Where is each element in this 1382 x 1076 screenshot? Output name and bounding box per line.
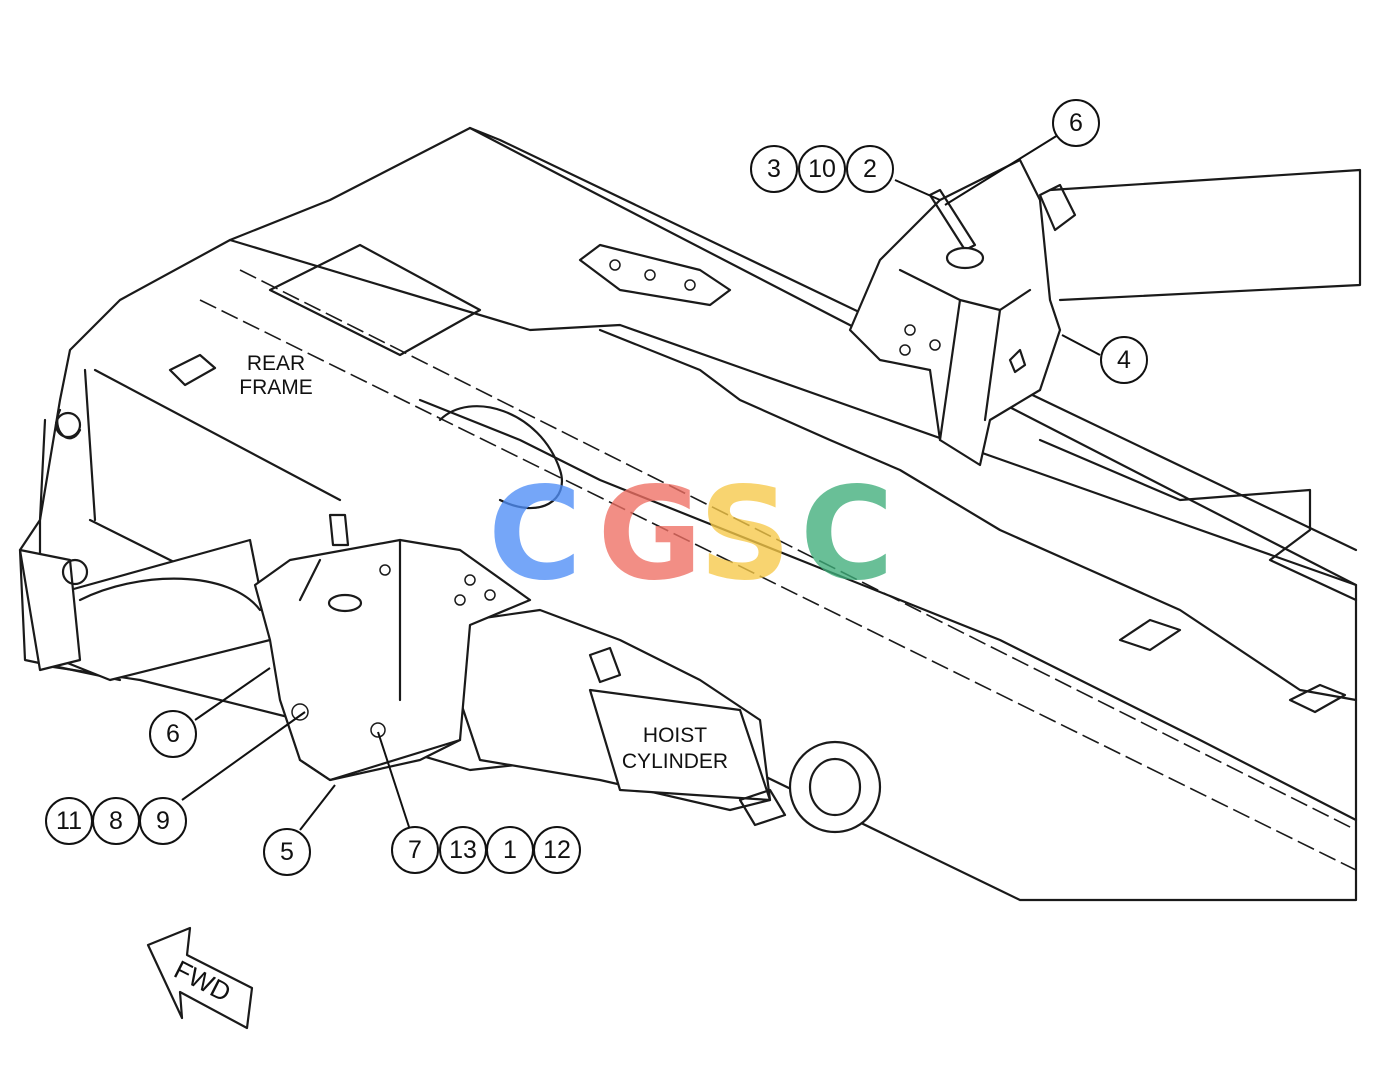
forward-arrow: FWD [146,926,254,1030]
callout-left-11: 11 [45,797,93,845]
callout-text: 6 [166,720,180,748]
callout-text: 7 [408,836,422,864]
rear-frame-label-line2: FRAME [239,376,313,399]
callout-group: 3 10 2 6 4 6 11 8 9 5 7 13 1 12 [45,99,1148,876]
callout-text: 4 [1117,346,1131,374]
callout-upper-10: 10 [798,145,846,193]
hoist-cylinder-label-line1: HOIST [643,724,707,747]
callout-lower-5: 5 [263,828,311,876]
callout-bottom-12: 12 [533,826,581,874]
watermark-letter-3: S [699,460,791,609]
watermark-letter-4: C [800,460,894,609]
callout-text: 12 [543,836,571,864]
callout-text: 2 [863,155,877,183]
callout-upper-3: 3 [750,145,798,193]
leader-lines [181,134,1101,831]
hoist-cylinder-drawing [458,608,882,834]
rear-frame-label-line1: REAR [247,352,305,375]
callout-text: 8 [109,807,123,835]
callout-bottom-1: 1 [486,826,534,874]
callout-left-8: 8 [92,797,140,845]
lower-bracket-drawing [18,513,532,782]
callout-text: 1 [503,836,517,864]
callout-upper-2: 2 [846,145,894,193]
watermark-letter-1: C [488,460,582,609]
callout-bottom-13: 13 [439,826,487,874]
upper-bracket-drawing [848,158,1362,467]
hoist-cylinder-label-line2: CYLINDER [622,750,728,773]
watermark: C G S C [488,460,894,609]
callout-upper-4: 4 [1100,336,1148,384]
callout-text: 13 [449,836,477,864]
callout-text: 6 [1069,109,1083,137]
callout-text: 11 [56,807,82,835]
callout-text: 5 [280,838,294,866]
watermark-letter-2: G [597,460,702,609]
callout-bottom-7: 7 [391,826,439,874]
callout-text: 9 [156,807,170,835]
callout-left-9: 9 [139,797,187,845]
callout-upper-6: 6 [1052,99,1100,147]
callout-lower-6: 6 [149,710,197,758]
callout-text: 3 [767,155,781,183]
callout-text: 10 [808,155,836,183]
